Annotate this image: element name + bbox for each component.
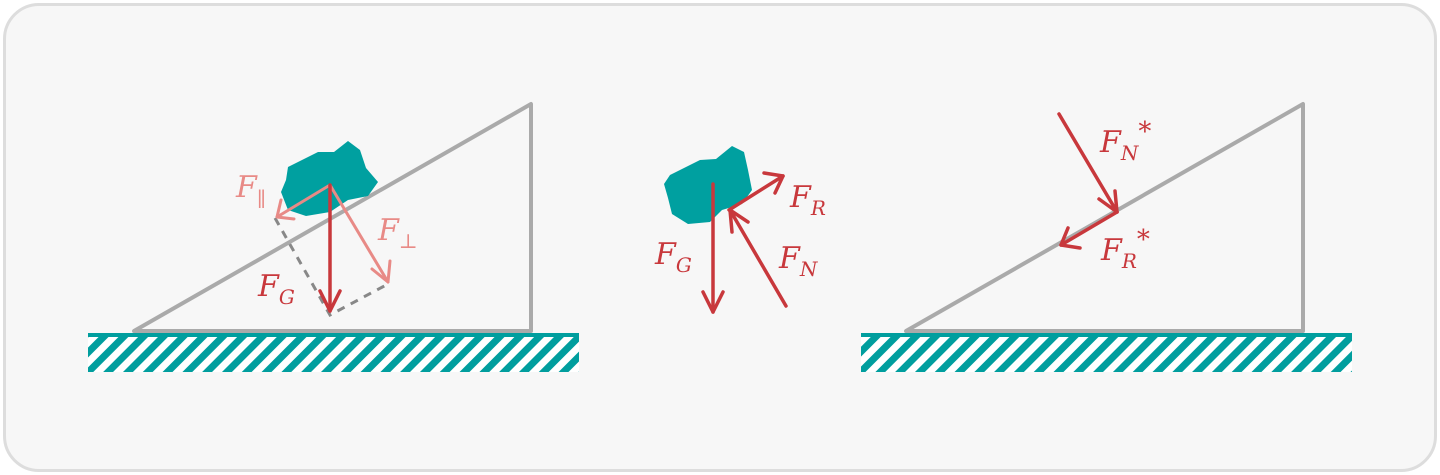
arrow-f-friction [727,171,785,212]
label-f-normal-reaction: FN* [1099,117,1151,165]
label-f-gravity-left: FG [257,269,295,309]
label-f-friction-reaction: FR* [1100,225,1150,273]
label-f-perpendicular: F⊥ [377,213,418,253]
arrow-f-gravity-middle [701,182,725,314]
incline-left [132,102,533,333]
arrow-f-normal [728,208,788,308]
dashed-construction-left [273,217,389,318]
ground-hatch-right [861,336,1352,372]
rock-block-icon [664,146,752,224]
rock-block-icon [281,141,378,216]
arrow-f-parallel [275,183,332,221]
label-f-normal: FN [778,241,819,281]
left-panel: F∥ F⊥ FG [88,102,579,372]
label-f-parallel: F∥ [235,170,266,211]
arrow-f-perpendicular [328,183,392,284]
label-f-gravity-middle: FG [654,237,692,277]
arrow-f-gravity-left [318,183,342,313]
middle-panel: FG FR FN [654,146,826,314]
ground-hatch-left [88,336,579,372]
right-panel: FN* FR* [861,102,1352,372]
label-f-friction: FR [789,180,826,220]
diagram-frame [3,3,1437,472]
arrow-f-friction-reaction [1059,210,1119,250]
